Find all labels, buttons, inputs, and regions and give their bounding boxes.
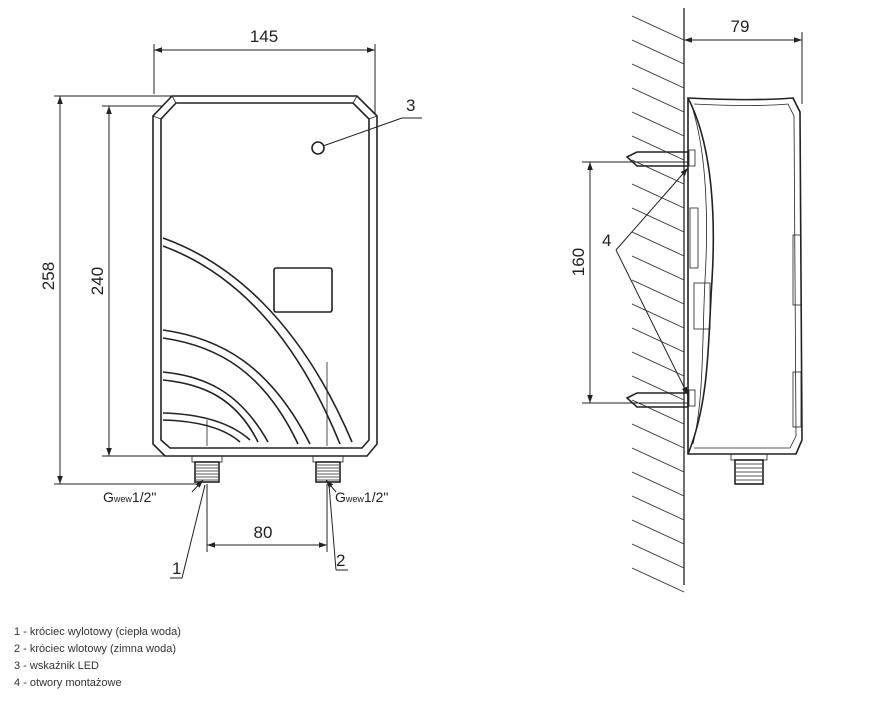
width-dimension-value: 145 xyxy=(250,27,278,46)
connector-spacing-dimension: 80 xyxy=(206,484,328,552)
mount-spacing-value: 160 xyxy=(569,248,588,276)
hatch-line xyxy=(631,303,685,329)
legend-item: 3 - wskaźnik LED xyxy=(14,660,99,672)
thread-left-size: 1/2" xyxy=(132,489,156,505)
thread-left-prefix: G xyxy=(103,489,114,505)
svg-text:Gwew1/2": Gwew1/2" xyxy=(103,489,156,505)
hatch-line xyxy=(631,255,685,281)
callout-3-label: 3 xyxy=(406,96,415,115)
outer-height-dimension: 258 xyxy=(39,95,196,485)
hatch-line xyxy=(631,207,685,233)
display-window xyxy=(273,267,333,313)
hatch-line xyxy=(631,135,685,161)
hatch-line xyxy=(631,111,685,137)
heater-front-body xyxy=(152,95,378,457)
thread-right-prefix: G xyxy=(335,489,346,505)
front-view: 145 258 240 80 Gwew1/2" xyxy=(39,27,422,579)
led-indicator xyxy=(311,141,325,155)
hatch-line xyxy=(631,15,685,41)
callout-2-label: 2 xyxy=(336,551,345,570)
thread-label-right: Gwew1/2" xyxy=(325,479,388,505)
callout-4-label: 4 xyxy=(602,231,611,250)
hatch-line xyxy=(631,375,685,401)
legend-item: 1 - króciec wylotowy (ciepła woda) xyxy=(14,626,181,638)
outlet-connector xyxy=(191,455,223,483)
hatch-line xyxy=(631,447,685,473)
thread-label-left: Gwew1/2" xyxy=(103,479,204,505)
hatch-line xyxy=(631,567,685,593)
thread-right-size: 1/2" xyxy=(364,489,388,505)
hatch-lines xyxy=(631,15,685,593)
hatch-line xyxy=(631,543,685,569)
callout-4: 4 xyxy=(602,167,689,396)
heater-side-body xyxy=(687,97,803,455)
hatch-line xyxy=(631,231,685,257)
width-dimension: 145 xyxy=(153,27,376,114)
outer-height-value: 258 xyxy=(39,262,58,290)
hatch-line xyxy=(631,351,685,377)
hatch-line xyxy=(631,327,685,353)
hatch-line xyxy=(631,471,685,497)
hatch-line xyxy=(631,519,685,545)
callout-2: 2 xyxy=(328,484,348,571)
connector-spacing-value: 80 xyxy=(254,523,273,542)
hatch-line xyxy=(631,183,685,209)
hatch-line xyxy=(631,423,685,449)
inlet-connector xyxy=(312,455,344,483)
mounting-screw-bottom xyxy=(625,392,689,408)
hatch-line xyxy=(631,39,685,65)
side-connector xyxy=(730,453,768,485)
depth-dimension-value: 79 xyxy=(731,17,750,36)
side-view: 79 160 4 xyxy=(569,8,803,593)
mount-spacing-dimension: 160 xyxy=(569,161,688,404)
callout-1: 1 xyxy=(170,484,206,579)
wall-hatching xyxy=(631,8,685,593)
hatch-line xyxy=(631,87,685,113)
mounting-screw-top xyxy=(625,151,689,167)
svg-text:Gwew1/2": Gwew1/2" xyxy=(335,489,388,505)
hatch-line xyxy=(631,63,685,89)
hatch-line xyxy=(631,279,685,305)
hatch-line xyxy=(631,399,685,425)
hatch-line xyxy=(631,495,685,521)
depth-dimension: 79 xyxy=(684,17,803,104)
thread-left-sub: wew xyxy=(113,494,133,504)
hatch-line xyxy=(631,159,685,185)
inner-height-dimension: 240 xyxy=(88,105,165,457)
callout-3: 3 xyxy=(322,96,422,147)
inner-height-value: 240 xyxy=(88,267,107,295)
callout-1-label: 1 xyxy=(172,559,181,578)
legend-item: 2 - króciec wlotowy (zimna woda) xyxy=(14,643,176,655)
thread-right-sub: wew xyxy=(345,494,365,504)
legend: 1 - króciec wylotowy (ciepła woda) 2 - k… xyxy=(14,624,181,692)
legend-item: 4 - otwory montażowe xyxy=(14,677,122,689)
